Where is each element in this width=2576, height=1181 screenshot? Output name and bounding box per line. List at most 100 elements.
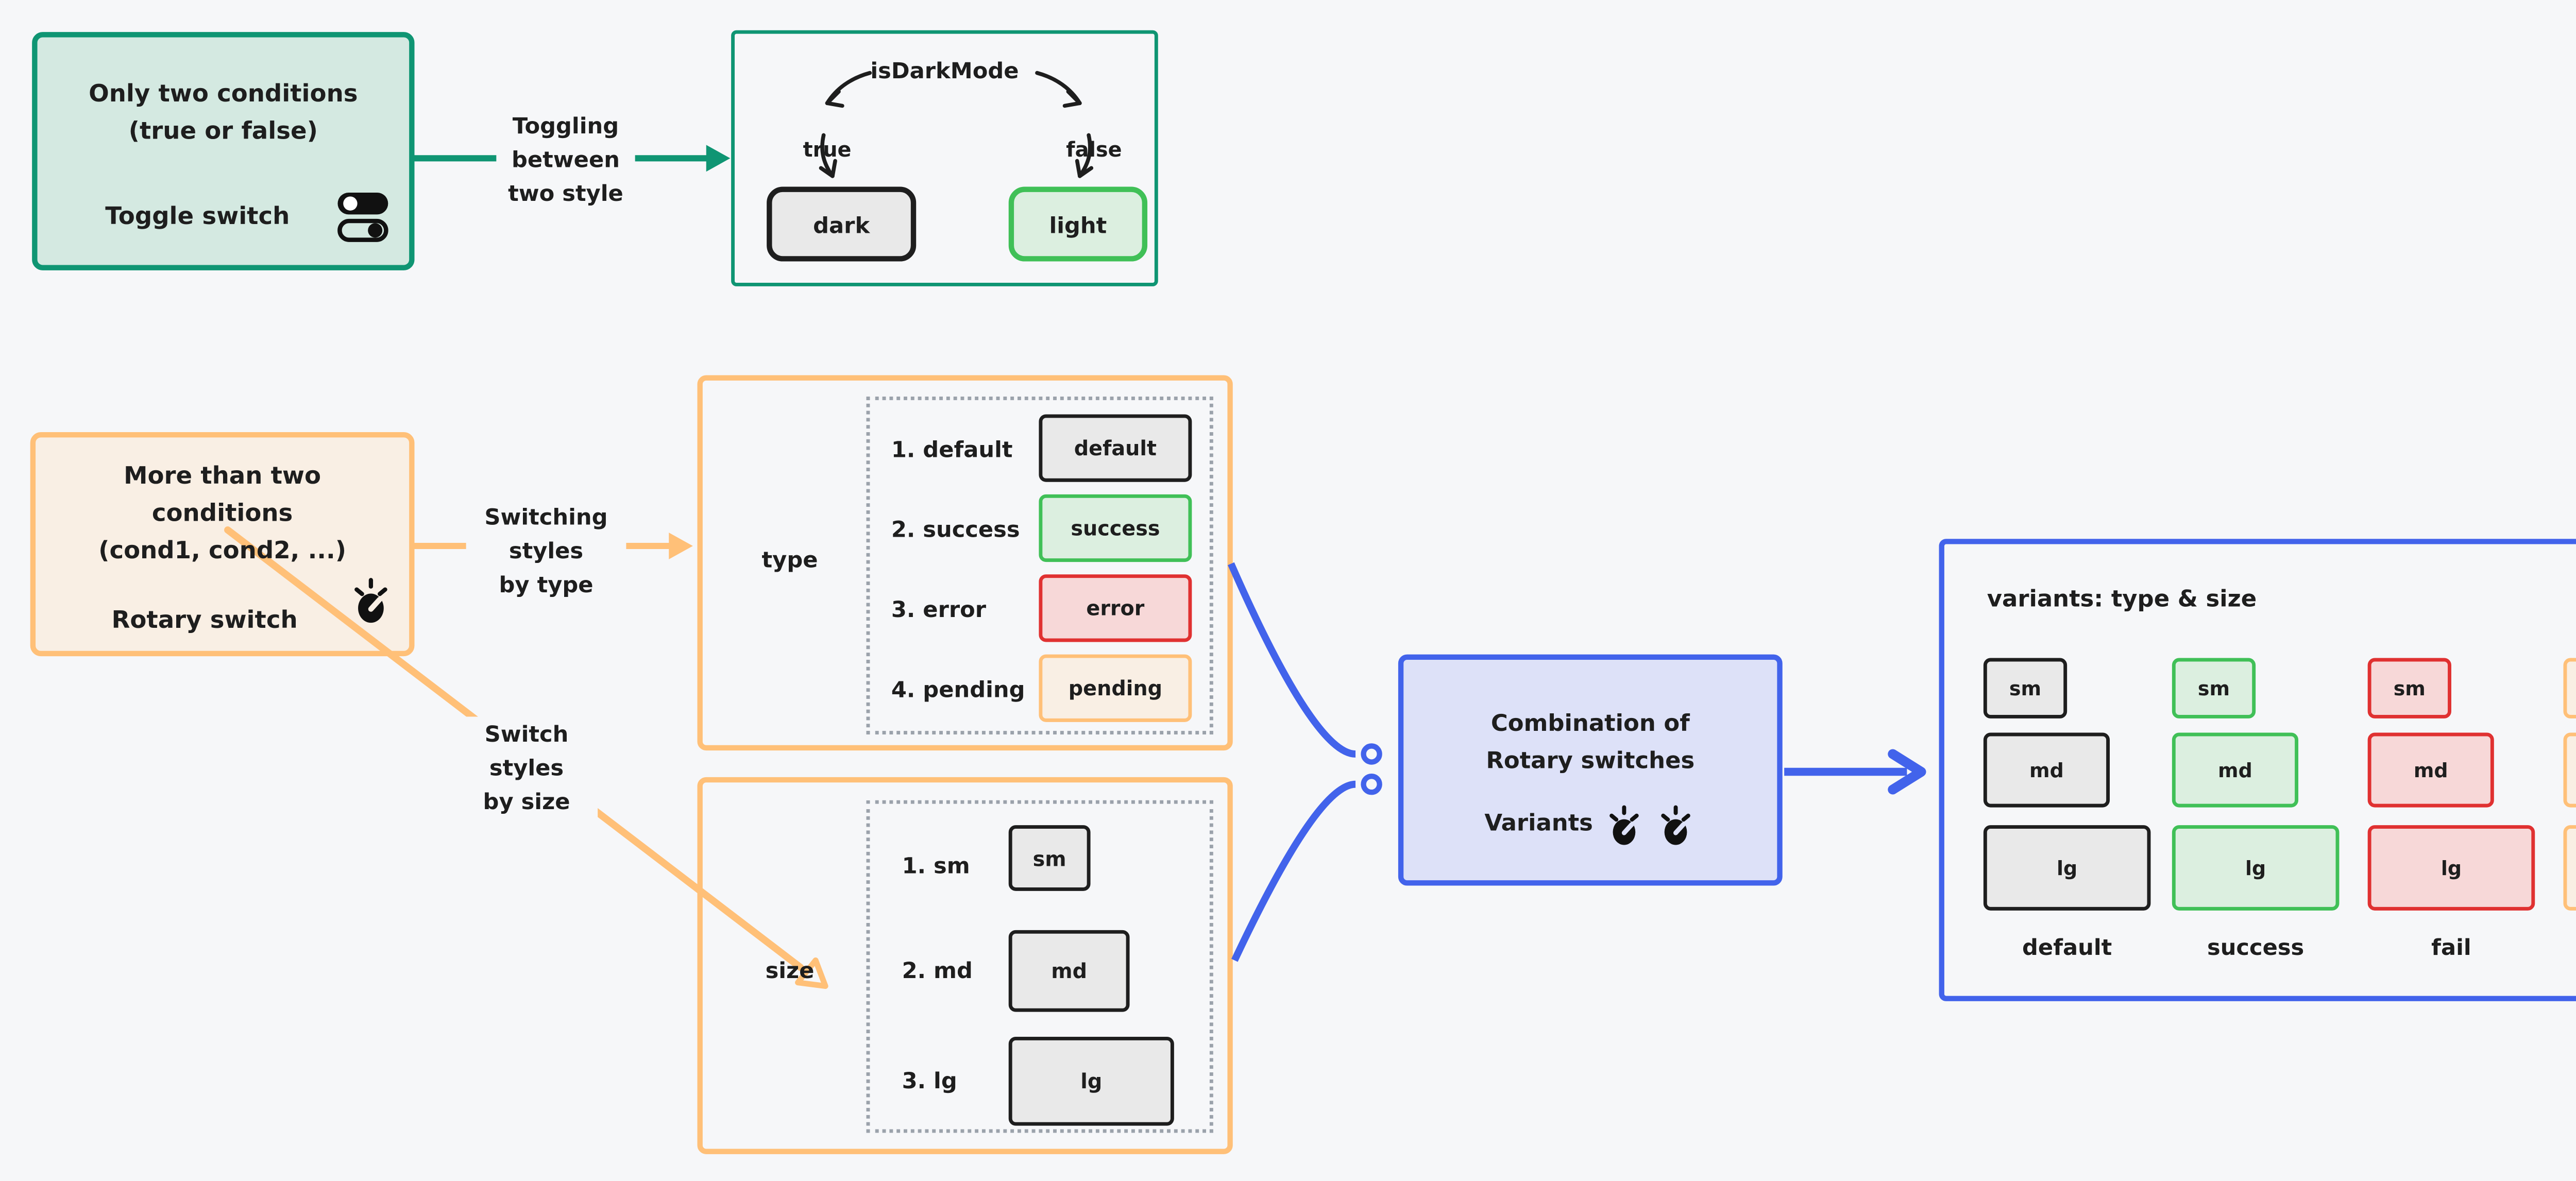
combination-line2: Rotary switches xyxy=(1486,748,1695,776)
false-branch-label: false xyxy=(1066,136,1122,162)
variants-label: Variants xyxy=(1484,811,1593,838)
type-box-label: type xyxy=(761,546,818,573)
size-to-combination-curve xyxy=(1231,773,1382,962)
chip-label: md xyxy=(2413,758,2448,782)
type-row-error: 3. error error xyxy=(891,574,1192,642)
connector-dot xyxy=(1361,773,1382,795)
variant-chip-fail-lg: lg xyxy=(2367,825,2535,911)
toggle-arrow-label-line2: between xyxy=(512,146,620,173)
toggle-condition-line2: (true or false) xyxy=(128,117,318,146)
variants-column-label-pending: pending xyxy=(2563,934,2576,961)
toggle-arrow-label-line3: two style xyxy=(508,179,623,207)
size-chip-lg-label: lg xyxy=(1080,1069,1103,1094)
size-chip-md-label: md xyxy=(1051,959,1088,984)
size-box-label: size xyxy=(765,956,815,984)
size-arrow-label: Switch styles by size xyxy=(455,716,598,818)
rotary-dial-icon xyxy=(1662,805,1691,845)
variant-chip-success-sm: sm xyxy=(2172,658,2256,718)
chip-label: lg xyxy=(2441,856,2462,880)
type-to-combination-curve xyxy=(1228,562,1382,765)
light-style-chip: light xyxy=(1008,186,1148,262)
toggle-arrow-label-line1: Toggling xyxy=(512,112,619,139)
variant-chip-pending-lg: lg xyxy=(2563,825,2576,911)
type-chip-error-label: error xyxy=(1086,595,1145,621)
type-chip-success: success xyxy=(1039,494,1192,562)
type-chip-pending: pending xyxy=(1039,654,1192,722)
type-arrow-label-line1: Switching xyxy=(484,503,608,530)
rotary-dial-icon xyxy=(1610,805,1640,845)
dark-style-chip: dark xyxy=(767,186,917,262)
type-chip-default-label: default xyxy=(1074,435,1157,461)
toggle-arrow-label: Toggling between two style xyxy=(496,108,635,212)
type-index-2: 2. success xyxy=(891,515,1020,542)
variants-column-label-default: default xyxy=(2022,933,2112,961)
type-chip-error: error xyxy=(1039,574,1192,642)
chip-label: sm xyxy=(2009,676,2042,700)
chip-label: md xyxy=(2218,758,2252,782)
variant-chip-success-md: md xyxy=(2172,732,2299,808)
size-chip-sm: sm xyxy=(1008,825,1091,891)
rotary-condition-line1: More than two xyxy=(124,462,321,491)
size-chip-sm-label: sm xyxy=(1032,845,1066,871)
chip-label: sm xyxy=(2393,676,2426,700)
variant-chip-default-sm: sm xyxy=(1983,658,2067,718)
combination-to-variants-arrow xyxy=(1784,749,1926,795)
size-index-1: 1. sm xyxy=(902,851,970,879)
variants-row: Variants xyxy=(1403,802,1777,846)
size-chip-md: md xyxy=(1008,930,1130,1012)
dark-chip-label: dark xyxy=(813,211,870,237)
rotary-dial-icon xyxy=(354,578,387,623)
variant-chip-default-md: md xyxy=(1983,732,2110,808)
type-box: type 1. default default 2. success succe… xyxy=(697,375,1233,751)
size-index-2: 2. md xyxy=(902,956,973,984)
variants-column-label-fail: fail xyxy=(2431,933,2471,961)
rotary-condition-line2: conditions xyxy=(151,500,293,528)
variant-chip-default-lg: lg xyxy=(1983,825,2151,911)
variant-chip-pending-sm: sm xyxy=(2563,658,2576,718)
size-arrow-label-line3: by size xyxy=(483,788,570,815)
chip-label: md xyxy=(2029,758,2064,782)
size-arrow-label-line1: Switch xyxy=(484,720,569,747)
type-list-container: 1. default default 2. success success 3.… xyxy=(866,396,1213,735)
variant-chip-pending-md: md xyxy=(2563,732,2576,808)
type-index-4: 4. pending xyxy=(891,675,1025,702)
variants-box-title: variants: type & size xyxy=(1987,587,2257,614)
rotary-switch-label: Rotary switch xyxy=(111,606,298,635)
type-index-3: 3. error xyxy=(891,594,987,622)
type-index-1: 1. default xyxy=(891,435,1013,462)
light-chip-label: light xyxy=(1049,211,1107,237)
type-row-default: 1. default default xyxy=(891,414,1192,482)
type-arrow-label-line3: by type xyxy=(499,571,594,598)
type-row-pending: 4. pending pending xyxy=(891,654,1192,722)
variant-chip-fail-sm: sm xyxy=(2367,658,2451,718)
rotary-condition-line3: (cond1, cond2, ...) xyxy=(98,537,347,566)
toggle-condition-box: Only two conditions (true or false) Togg… xyxy=(32,32,415,270)
type-chip-success-label: success xyxy=(1071,516,1160,541)
type-arrow-label-line2: styles xyxy=(509,537,584,564)
variants-column-label-success: success xyxy=(2207,933,2304,961)
chip-label: lg xyxy=(2057,856,2078,880)
size-arrow-label-line2: styles xyxy=(489,754,564,781)
combination-box: Combination of Rotary switches Variants xyxy=(1398,654,1783,886)
connector-dot xyxy=(1361,743,1382,765)
type-chip-default: default xyxy=(1039,414,1192,482)
type-arrow-label: Switching styles by type xyxy=(466,500,626,602)
variant-chip-success-lg: lg xyxy=(2172,825,2340,911)
size-box: size 1. sm sm 2. md md 3. lg lg xyxy=(697,777,1233,1154)
chip-label: lg xyxy=(2245,856,2266,880)
toggle-switch-label: Toggle switch xyxy=(105,202,290,231)
combination-line1: Combination of xyxy=(1490,711,1690,738)
variant-chip-fail-md: md xyxy=(2367,732,2494,808)
size-list-container: 1. sm sm 2. md md 3. lg lg xyxy=(866,800,1213,1133)
variants-box: variants: type & size sm md lg default s… xyxy=(1939,539,2576,1001)
toggle-switch-icon xyxy=(337,192,388,242)
isdarkmode-box: isDarkMode true false dark light xyxy=(731,30,1158,286)
rotary-condition-box: More than two conditions (cond1, cond2, … xyxy=(30,432,415,657)
chip-label: sm xyxy=(2197,676,2230,700)
isdarkmode-title: isDarkMode xyxy=(870,57,1019,84)
toggle-condition-line1: Only two conditions xyxy=(89,80,358,109)
true-branch-label: true xyxy=(803,136,852,162)
size-index-3: 3. lg xyxy=(902,1067,957,1094)
